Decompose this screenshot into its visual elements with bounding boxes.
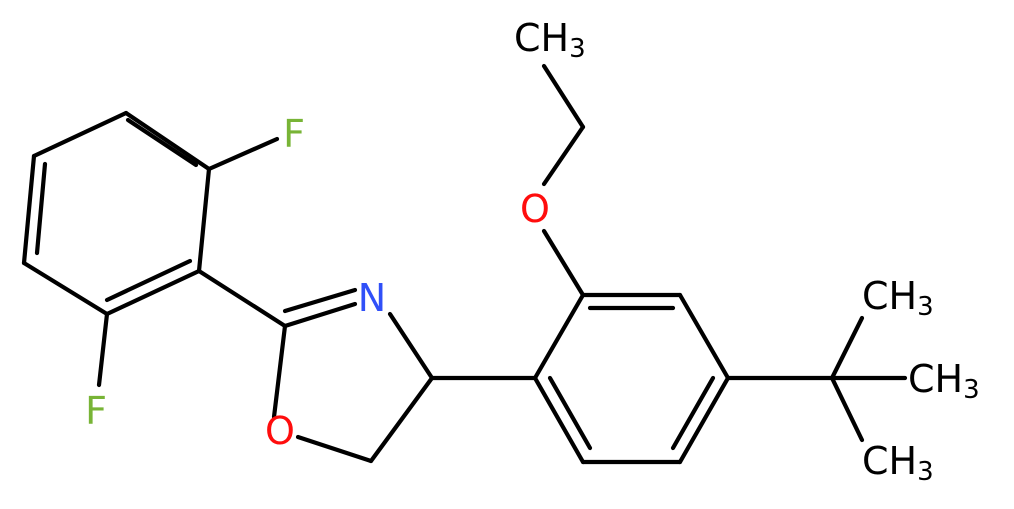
bond — [541, 63, 586, 130]
bond — [196, 166, 212, 274]
bond — [282, 301, 358, 329]
tbutyl-methyl-top-subscript: 3 — [917, 292, 934, 322]
ethyl-methyl-subscript: 3 — [569, 34, 586, 64]
bond — [368, 375, 435, 464]
bond — [206, 136, 280, 172]
tbutyl-methyl-top-label: CH3 — [862, 274, 934, 322]
atom-labels: F F N O O CH3 CH3 CH3 CH3 — [85, 16, 980, 487]
bond — [677, 375, 731, 465]
bond — [34, 161, 48, 256]
tbutyl-methyl-mid-subscript: 3 — [963, 375, 980, 405]
bond — [532, 375, 586, 465]
tbutyl-methyl-bottom-label: CH3 — [862, 439, 934, 487]
ring-oxygen-label: O — [265, 409, 295, 453]
nitrogen-label: N — [358, 276, 386, 320]
bond — [387, 311, 435, 381]
bond — [829, 315, 865, 381]
bond — [104, 258, 193, 303]
ethoxy-oxygen-label: O — [520, 187, 550, 231]
bond — [541, 228, 586, 298]
bond — [196, 268, 288, 329]
ethyl-methyl-label: CH3 — [514, 16, 586, 64]
bond — [677, 292, 731, 381]
bond — [21, 260, 110, 317]
bond — [31, 110, 129, 159]
fluorine-label-top: F — [283, 112, 305, 156]
tbutyl-methyl-bottom-subscript: 3 — [917, 457, 934, 487]
tbutyl-methyl-bottom-main: CH — [862, 439, 917, 483]
bonds — [21, 63, 908, 465]
bond — [670, 375, 716, 451]
tbutyl-methyl-mid-main: CH — [908, 357, 963, 401]
bond — [282, 287, 358, 314]
bond — [829, 375, 865, 443]
tbutyl-methyl-top-main: CH — [862, 274, 917, 318]
bond — [125, 117, 199, 168]
bond — [123, 110, 212, 172]
bond — [547, 375, 593, 451]
ethyl-methyl-main: CH — [514, 16, 569, 60]
bond — [96, 311, 110, 388]
tbutyl-methyl-mid-label: CH3 — [908, 357, 980, 405]
bond — [295, 434, 374, 464]
bond — [271, 323, 288, 420]
bond — [532, 292, 586, 381]
bond — [21, 153, 37, 266]
bond — [541, 124, 586, 187]
fluorine-label-bottom: F — [85, 389, 107, 433]
bond — [104, 268, 202, 317]
